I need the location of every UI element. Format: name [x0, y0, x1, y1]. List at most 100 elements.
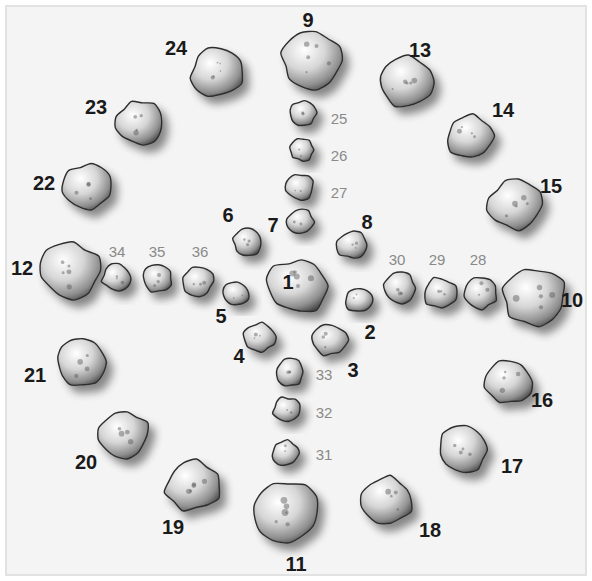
- stone-outline: [266, 260, 328, 312]
- stone-texture: [116, 275, 118, 277]
- stone-texture: [254, 333, 258, 337]
- stone-texture: [461, 126, 463, 128]
- stone-texture: [74, 374, 78, 378]
- stone-outline: [115, 101, 162, 145]
- stone-texture: [398, 291, 402, 295]
- callout-number: 12: [11, 258, 33, 278]
- stone: [115, 101, 162, 145]
- stone-texture: [471, 132, 473, 134]
- stone-texture: [282, 509, 289, 516]
- stone-texture: [526, 202, 529, 205]
- stone: [40, 242, 101, 300]
- stone-outline: [58, 339, 107, 386]
- callout-number: 11: [285, 554, 306, 574]
- stone-texture: [412, 78, 418, 84]
- stone-outline: [223, 282, 249, 305]
- stone-texture: [394, 490, 398, 494]
- stone-texture: [284, 450, 286, 452]
- stone-texture: [459, 451, 463, 455]
- stone-texture: [211, 75, 215, 79]
- stone-texture: [300, 190, 302, 192]
- stone-texture: [504, 371, 506, 373]
- stone: [290, 139, 314, 162]
- stone: [281, 31, 343, 90]
- stone-texture: [294, 190, 296, 192]
- stone: [164, 459, 219, 511]
- stone-texture: [61, 260, 65, 264]
- stone: [290, 101, 317, 126]
- callout-number: 25: [331, 111, 348, 126]
- stone-texture: [453, 444, 456, 447]
- stone: [484, 361, 532, 403]
- callout-number: 20: [75, 452, 97, 472]
- stone-texture: [116, 278, 118, 280]
- stone-texture: [248, 239, 251, 242]
- background-panel: [6, 6, 586, 575]
- stone-texture: [119, 431, 125, 437]
- stone-texture: [133, 115, 137, 119]
- stone-texture: [502, 376, 505, 379]
- stone-group: [40, 31, 564, 543]
- stone: [190, 48, 242, 97]
- stone-outline: [487, 179, 543, 231]
- stone-texture: [219, 63, 221, 65]
- callout-number: 5: [215, 306, 226, 326]
- stone-outline: [448, 114, 495, 157]
- stone: [448, 114, 495, 157]
- stone-texture: [409, 81, 412, 84]
- stone: [346, 289, 373, 311]
- stone-texture: [512, 201, 518, 207]
- stone: [277, 358, 303, 386]
- stone-texture: [324, 346, 326, 348]
- stone-texture: [515, 205, 517, 207]
- stone-texture: [86, 354, 89, 357]
- stone: [440, 425, 487, 472]
- stone-outline: [285, 175, 313, 201]
- stone-texture: [246, 243, 249, 246]
- stone: [223, 282, 249, 305]
- stone-texture: [462, 448, 465, 451]
- stone-texture: [186, 489, 191, 494]
- callout-number: 35: [149, 244, 166, 259]
- stone: [254, 483, 318, 543]
- stone-texture: [281, 497, 288, 504]
- stone: [233, 228, 261, 255]
- stone-texture: [125, 430, 130, 435]
- callout-number: 3: [347, 360, 358, 380]
- callout-number: 23: [85, 97, 107, 117]
- stone-texture: [67, 265, 70, 268]
- stone-texture: [397, 508, 400, 511]
- stone-texture: [284, 504, 290, 510]
- stone-texture: [62, 271, 65, 274]
- stone-outline: [272, 440, 299, 466]
- stone: [464, 278, 496, 310]
- stone-texture: [390, 495, 393, 498]
- callout-number: 29: [429, 252, 446, 267]
- callout-number: 2: [364, 322, 375, 342]
- stone-texture: [220, 70, 222, 72]
- stone: [336, 231, 367, 258]
- stone-texture: [356, 294, 358, 296]
- stone-texture: [539, 305, 543, 309]
- callout-number: 4: [233, 346, 244, 366]
- stone-texture: [286, 371, 289, 374]
- callout-number: 18: [419, 520, 441, 540]
- stone-outline: [243, 322, 276, 352]
- stone-outline: [484, 361, 532, 403]
- stone-texture: [275, 520, 278, 523]
- stone-texture: [87, 182, 91, 186]
- stone: [143, 265, 171, 292]
- stone-texture: [355, 242, 358, 245]
- stone-texture: [118, 427, 122, 431]
- stone-outline: [281, 31, 343, 90]
- stone-texture: [443, 293, 445, 295]
- callout-number: 31: [316, 447, 333, 462]
- stone-texture: [385, 489, 391, 495]
- stone-outline: [384, 272, 416, 304]
- stone-texture: [89, 197, 92, 200]
- callout-number: 27: [331, 185, 348, 200]
- stone-outline: [101, 263, 131, 291]
- stone-texture: [293, 221, 296, 224]
